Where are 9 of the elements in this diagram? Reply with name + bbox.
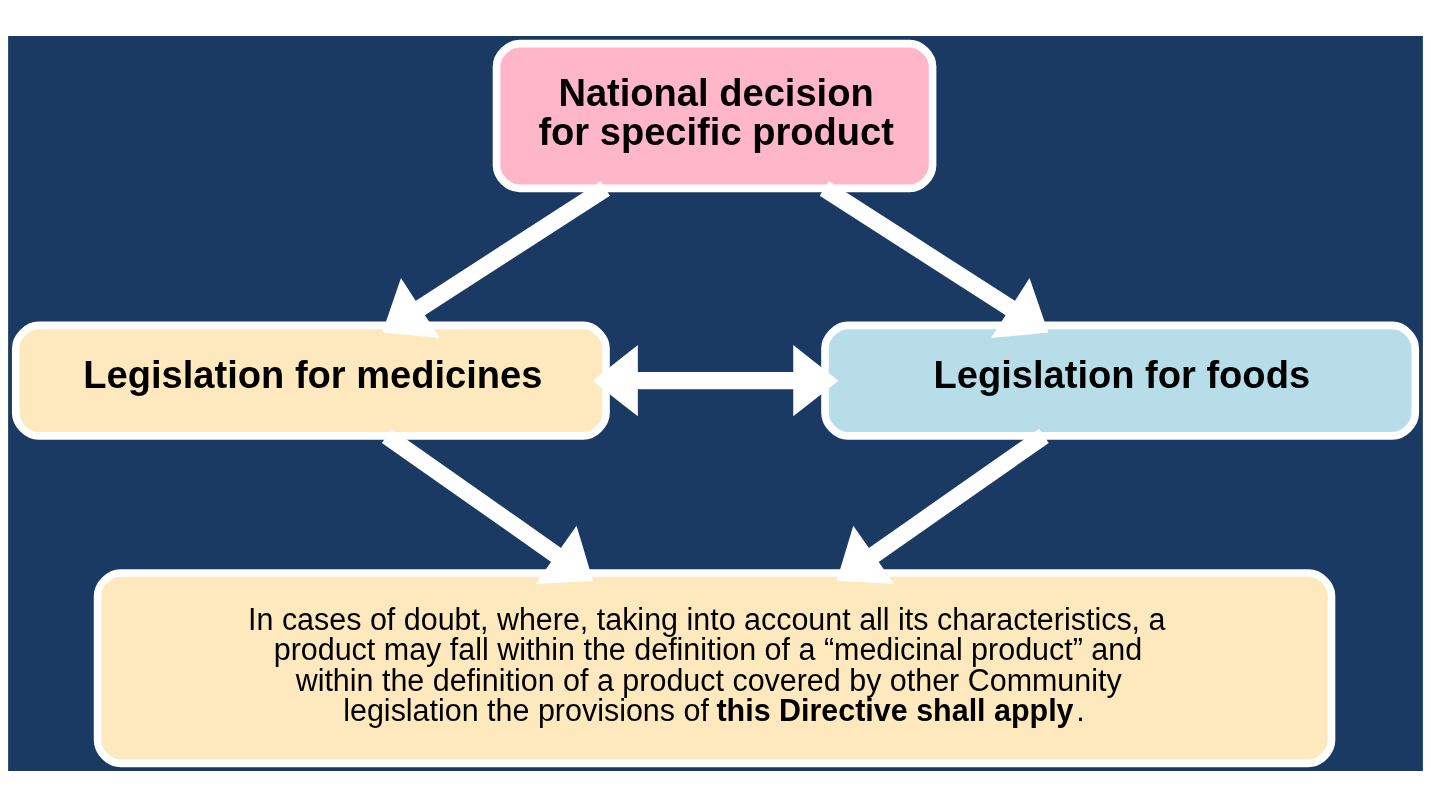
arrow — [382, 180, 610, 338]
arrow — [819, 180, 1049, 338]
node-box: National decision for specific product — [492, 39, 937, 192]
node-box: Legislation for medicines — [11, 321, 610, 440]
arrow — [836, 428, 1049, 584]
node-box: In cases of doubt, where, taking into account all its characteristics, a product may fall within the definition of a “medicinal product” and within the definition of a product covered by other Community legislation the provisions of this Directive shall apply. — [93, 568, 1336, 767]
node-box: Legislation for foods — [821, 321, 1420, 440]
arrow — [381, 428, 594, 584]
arrow — [592, 344, 839, 416]
